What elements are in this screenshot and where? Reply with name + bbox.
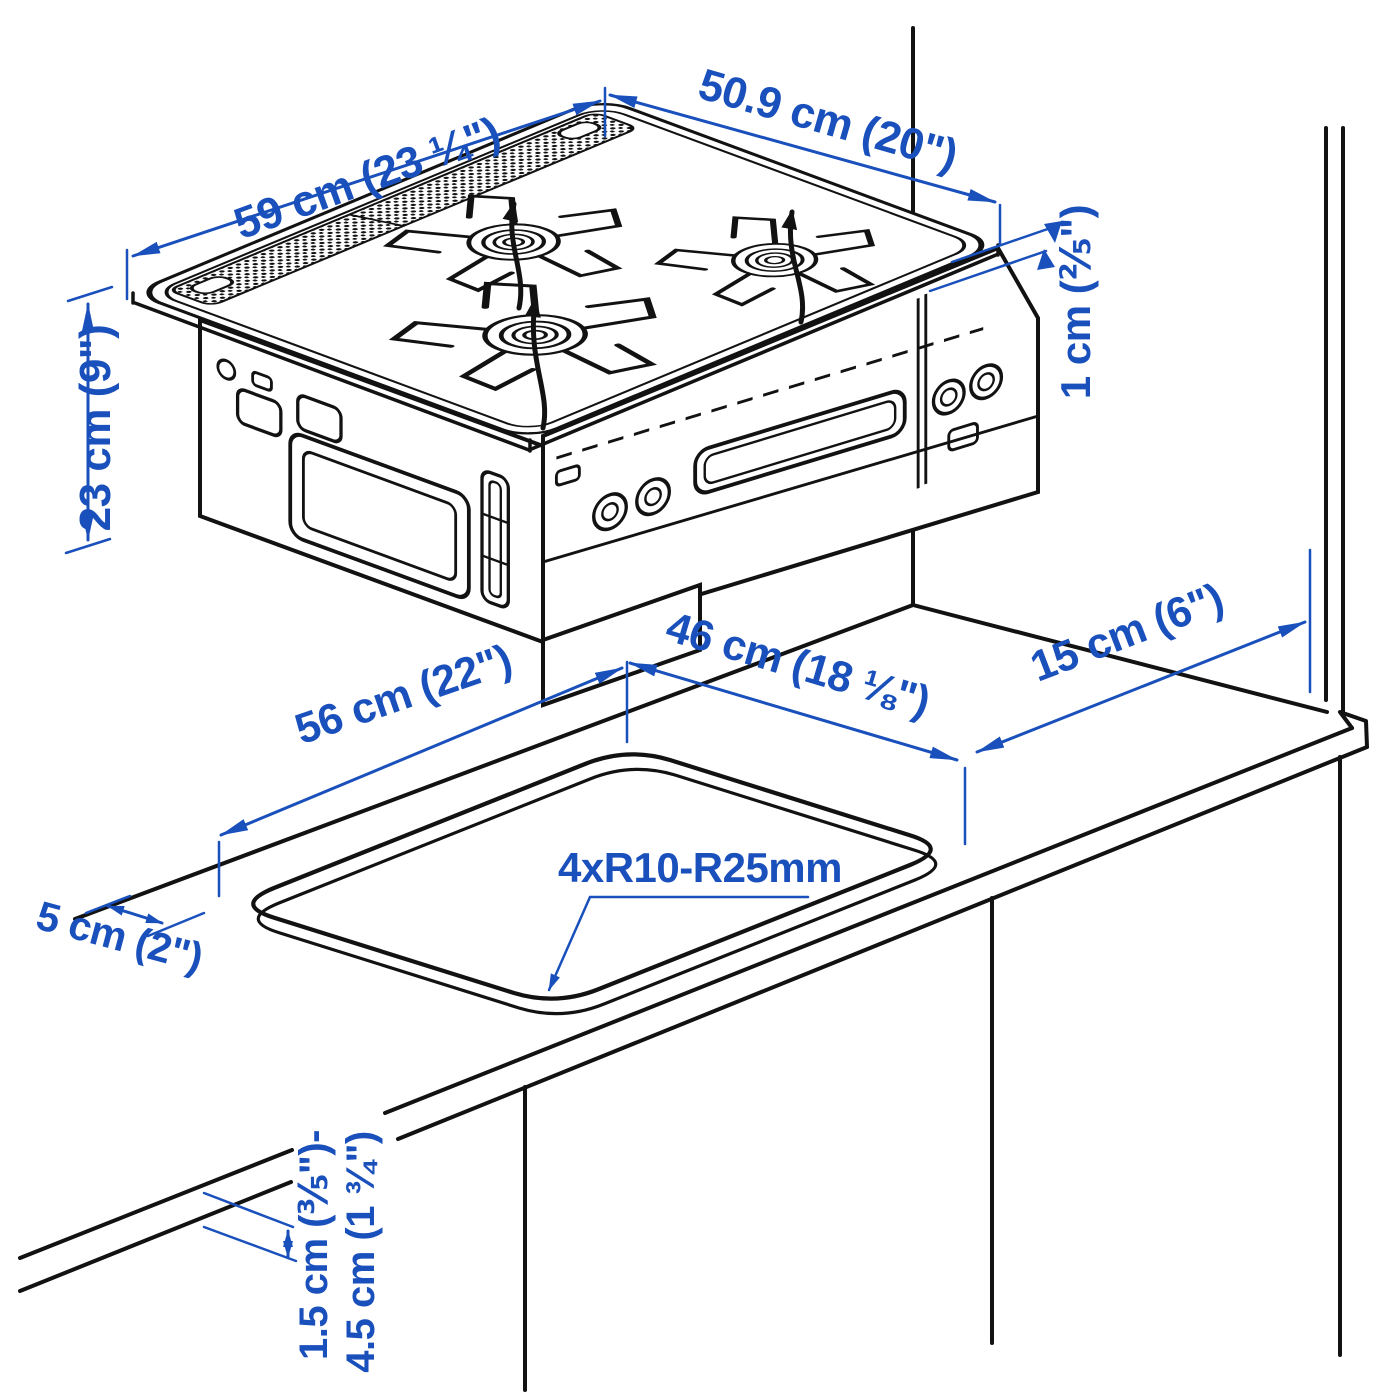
label-corner-radius: 4xR10-R25mm [558, 844, 842, 891]
dim-arrow-cutout-depth [628, 661, 959, 762]
cooktop-control-panel [542, 293, 1038, 564]
label-cooktop-height: 23 cm (9") [71, 325, 120, 532]
dim-arrow-glass-thickness [1044, 221, 1062, 243]
glass-edge [131, 243, 1000, 453]
cutout-inner-edge [256, 767, 938, 1016]
burner-knob [592, 492, 628, 532]
label-worktop-thickness-1: 1.5 cm (⅗")- [292, 1130, 336, 1360]
vent-slot [693, 389, 907, 495]
counter-front-bottom-edge [18, 1180, 293, 1293]
dim-arrow-back-clearance [106, 904, 164, 925]
label-glass-thickness: 1 cm (⅖") [1052, 205, 1099, 399]
leader-corner-radius [547, 895, 810, 992]
dim-arrow-cutout-length [219, 666, 624, 837]
flame-arrow-icon [524, 297, 548, 431]
label-side-clearance: 15 cm (6") [1024, 574, 1230, 691]
label-back-clearance: 5 cm (2") [32, 892, 208, 980]
cooktop-grill-door [216, 358, 510, 609]
dimension-lines [64, 86, 1312, 1263]
burner-knob [635, 477, 671, 517]
label-worktop-thickness-2: 4.5 cm (1 ¾") [339, 1131, 383, 1372]
dim-arrow-cooktop-depth [608, 93, 997, 204]
label-cutout-length: 56 cm (22") [289, 635, 518, 754]
dim-arrow-side-clearance [975, 620, 1307, 754]
flame-arrow-icon [781, 209, 806, 325]
counter-front-bottom-edge [396, 745, 1369, 1141]
label-cutout-depth: 46 cm (18 ⅛") [661, 603, 935, 726]
dim-arrow-cooktop-width [131, 99, 602, 258]
burner-knob [931, 378, 966, 416]
grille-slot [189, 276, 235, 295]
cooktop-body-right-face [541, 245, 1040, 645]
counter-front-top-edge [383, 726, 1354, 1115]
counter-end-cap [1338, 710, 1369, 749]
burner-knob [969, 363, 1004, 401]
counter-front-top-edge [18, 1148, 294, 1260]
